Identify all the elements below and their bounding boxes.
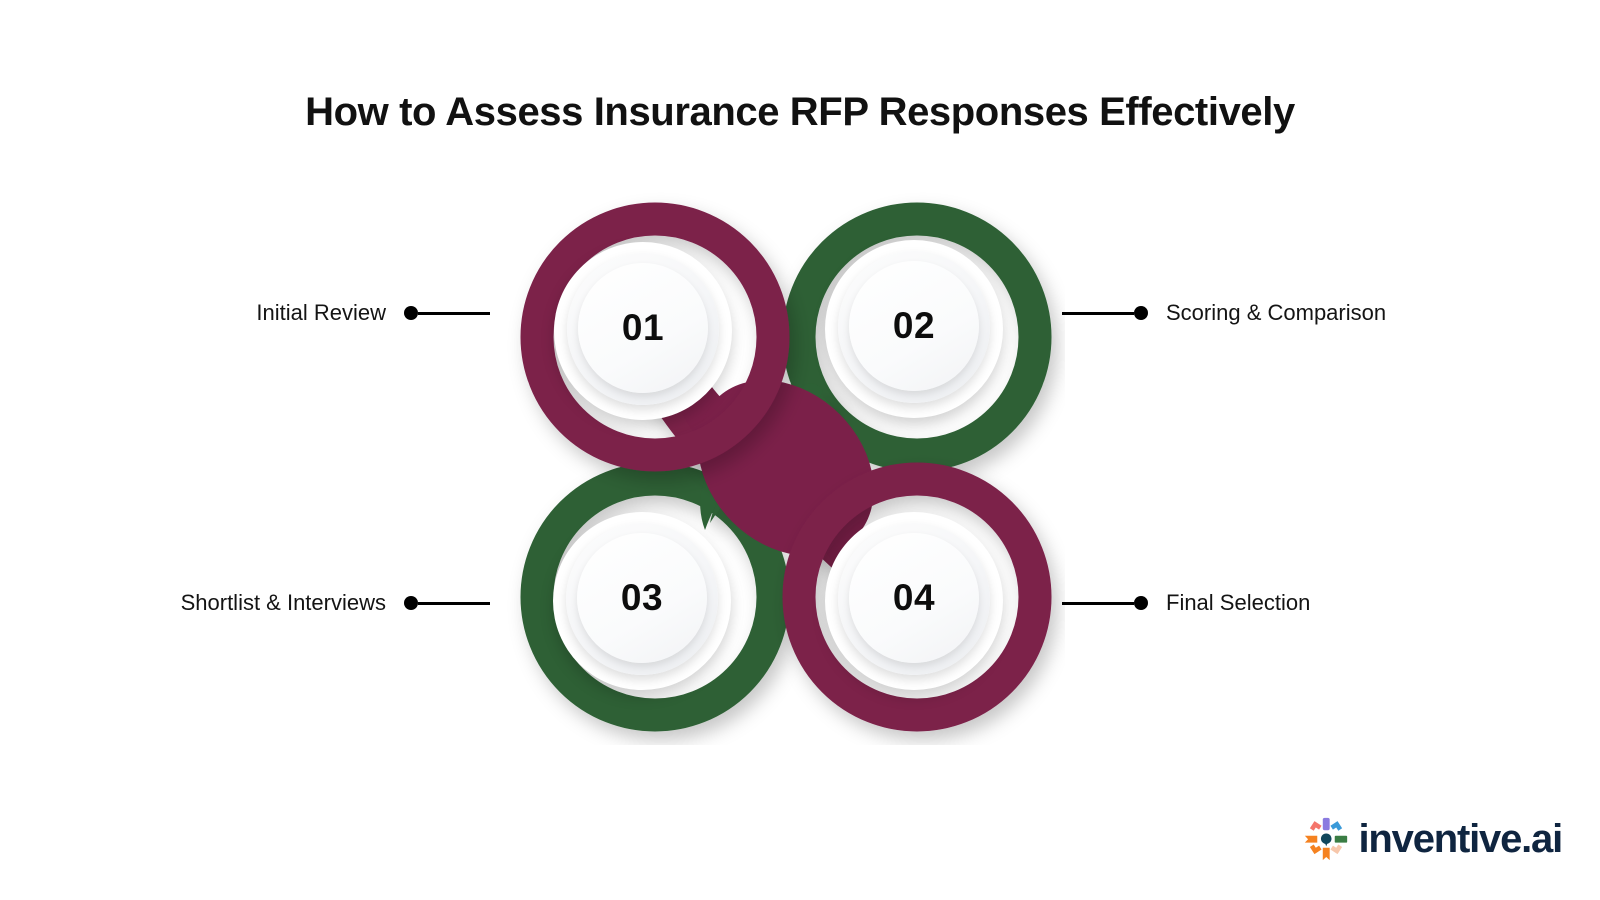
brand-wordmark: inventive.ai <box>1358 817 1564 861</box>
step-connector-03: Shortlist & Interviews <box>110 590 490 616</box>
ring-green-03 <box>520 462 790 732</box>
connector-line <box>418 311 490 315</box>
disc-core: 01 <box>578 263 708 393</box>
step-disc-03[interactable]: 03 <box>553 512 731 690</box>
step-connector-02: Scoring & Comparison <box>1062 300 1482 326</box>
disc-inner-ring: 04 <box>838 523 990 675</box>
connector-dot-icon <box>404 596 418 610</box>
step-disc-02[interactable]: 02 <box>825 240 1003 418</box>
step-connector-04: Final Selection <box>1062 590 1482 616</box>
step-label-03: Shortlist & Interviews <box>180 590 386 615</box>
step-number: 01 <box>621 307 665 348</box>
step-number: 04 <box>892 577 936 618</box>
brand-logo: inventive.ai <box>1303 816 1564 862</box>
connector-line <box>1062 601 1134 605</box>
disc-inner-ring: 01 <box>567 253 719 405</box>
step-label-01: Initial Review <box>256 300 386 325</box>
step-connector-01: Initial Review <box>140 300 490 326</box>
step-number: 02 <box>892 305 936 346</box>
step-number: 03 <box>620 577 664 618</box>
connector-dot-icon <box>1134 306 1148 320</box>
connector-dot-icon <box>1134 596 1148 610</box>
ring-maroon-04 <box>782 462 1052 732</box>
disc-core: 02 <box>849 261 979 391</box>
step-label-02: Scoring & Comparison <box>1166 300 1387 325</box>
step-label-04: Final Selection <box>1166 590 1311 615</box>
disc-inner-ring: 02 <box>838 251 990 403</box>
connector-line <box>418 601 490 605</box>
step-disc-04[interactable]: 04 <box>825 512 1003 690</box>
step-disc-01[interactable]: 01 <box>554 242 732 420</box>
four-step-diagram <box>505 185 1065 745</box>
connector-dot-icon <box>404 306 418 320</box>
disc-inner-ring: 03 <box>566 523 718 675</box>
inventive-pinwheel-mark-icon <box>1304 817 1347 861</box>
ring-maroon-01 <box>520 202 790 472</box>
ring-green-02 <box>782 202 1052 472</box>
disc-core: 03 <box>577 533 707 663</box>
disc-core: 04 <box>849 533 979 663</box>
page-title: How to Assess Insurance RFP Responses Ef… <box>305 90 1295 134</box>
connector-line <box>1062 311 1134 315</box>
